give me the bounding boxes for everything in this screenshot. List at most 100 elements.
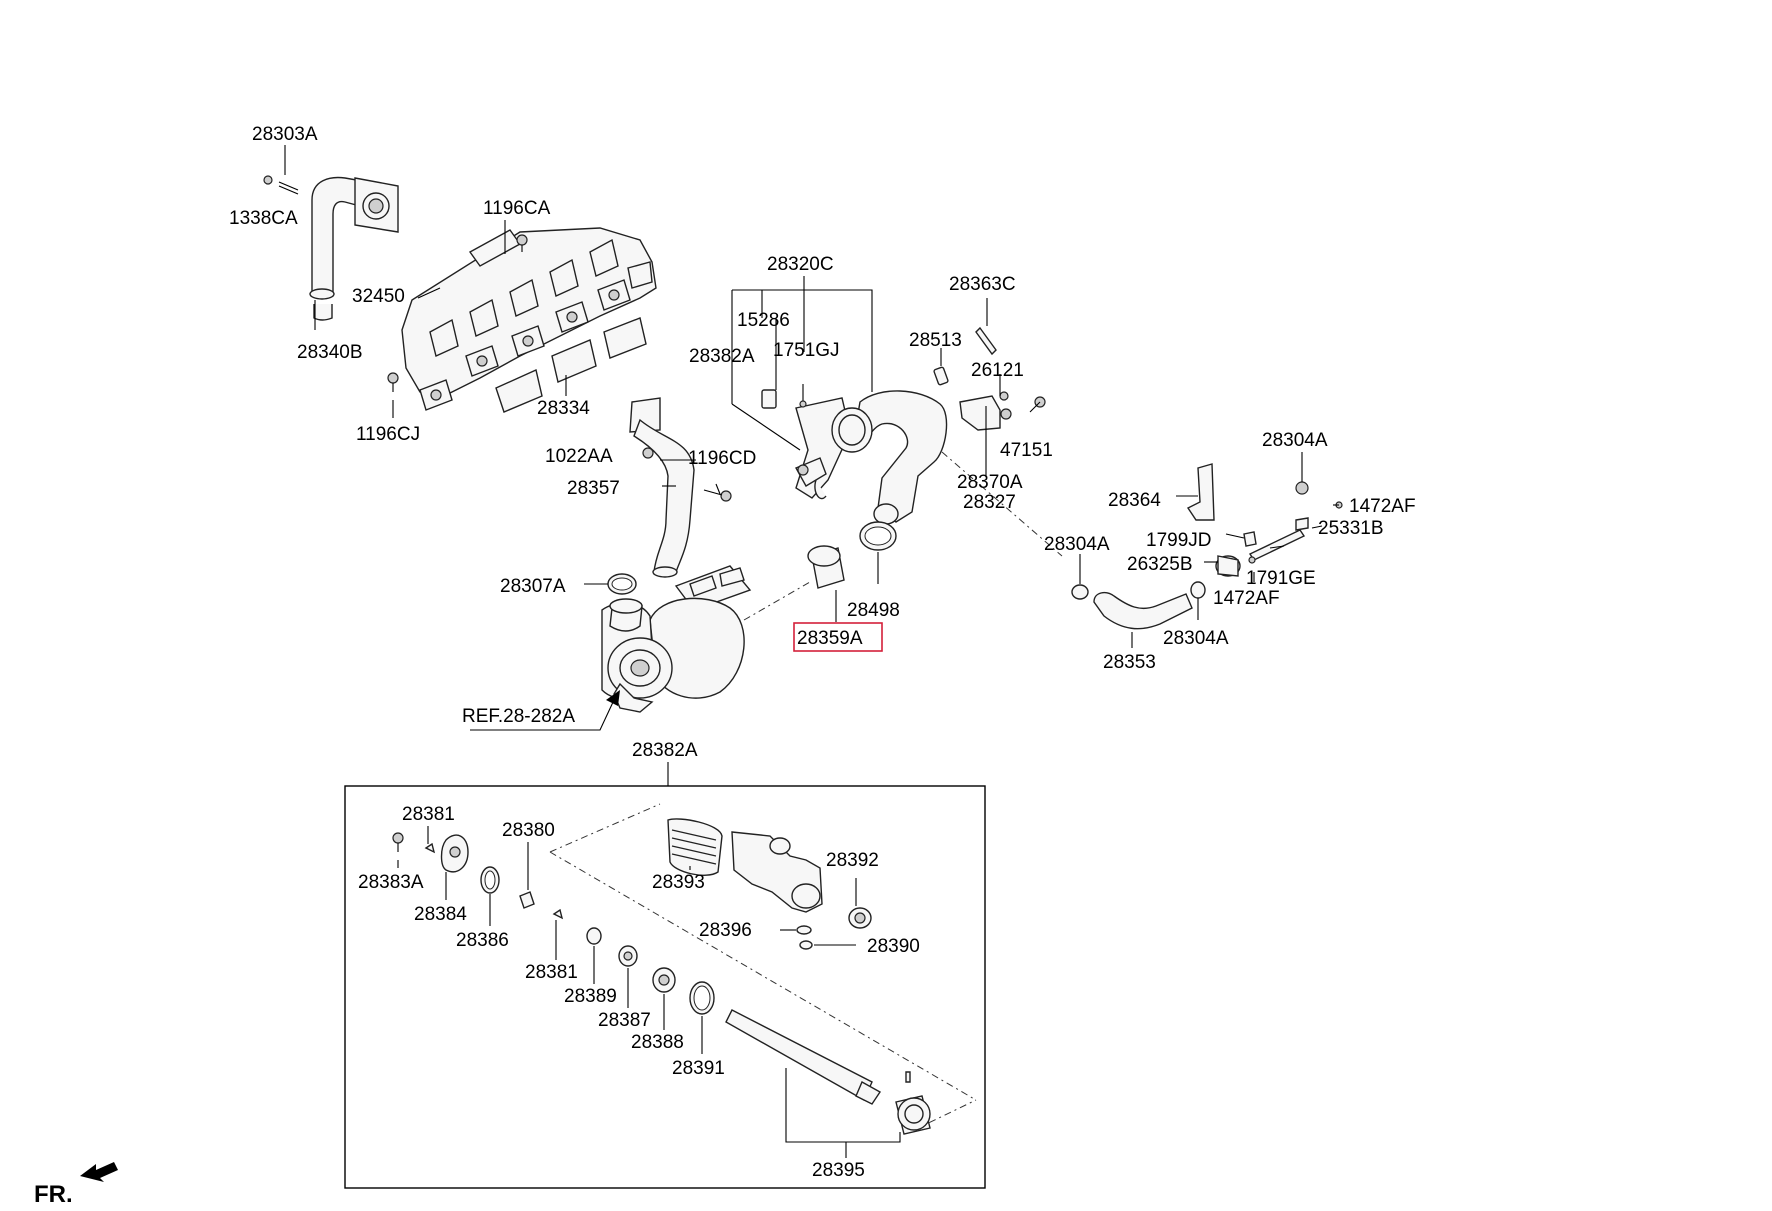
label-28357[interactable]: 28357: [567, 478, 620, 499]
label-25331B[interactable]: 25331B: [1318, 518, 1384, 539]
hose-28353[interactable]: [1093, 591, 1193, 630]
clip-1799JD[interactable]: [1243, 531, 1257, 547]
bolt-26121[interactable]: [999, 391, 1009, 401]
label-1338CA[interactable]: 1338CA: [229, 208, 298, 229]
link-28363C[interactable]: [975, 326, 997, 356]
label-28393[interactable]: 28393: [652, 872, 705, 893]
label-28334[interactable]: 28334: [537, 398, 590, 419]
bolt-47151[interactable]: [1029, 396, 1046, 413]
spring-28393[interactable]: [667, 818, 723, 876]
fitting-25331B[interactable]: [1295, 517, 1309, 531]
label-28304A-top[interactable]: 28304A: [1262, 430, 1328, 451]
label-28303A[interactable]: 28303A: [252, 124, 318, 145]
clamp-28498[interactable]: [859, 521, 897, 551]
label-28498[interactable]: 28498: [847, 600, 900, 621]
label-1791GE[interactable]: 1791GE: [1246, 568, 1316, 589]
shaft-28395[interactable]: [725, 1009, 931, 1135]
label-28388[interactable]: 28388: [631, 1032, 684, 1053]
egr-pipe-28340B[interactable]: [309, 176, 399, 321]
bolt-1196CJ[interactable]: [387, 372, 399, 392]
label-28387[interactable]: 28387: [598, 1010, 651, 1031]
bolt-1022AA[interactable]: [642, 447, 654, 459]
air-pipe-28357[interactable]: [629, 397, 695, 578]
label-28359A[interactable]: 28359A: [797, 628, 863, 649]
label-28384[interactable]: 28384: [414, 904, 467, 925]
washer-28390[interactable]: [799, 940, 813, 950]
nut-28380[interactable]: [519, 891, 535, 909]
label-28392[interactable]: 28392: [826, 850, 879, 871]
flange-28384[interactable]: [440, 834, 469, 873]
label-1196CJ[interactable]: 1196CJ: [356, 424, 420, 445]
label-28370A[interactable]: 28370A: [957, 472, 1023, 493]
label-28364[interactable]: 28364: [1108, 490, 1161, 511]
label-28390[interactable]: 28390: [867, 936, 920, 957]
seal-28391[interactable]: [689, 981, 715, 1015]
label-28383A[interactable]: 28383A: [358, 872, 424, 893]
clamp-28304A-bottom[interactable]: [1190, 581, 1206, 599]
stud-28303A[interactable]: [278, 181, 299, 195]
pipe-1791GE[interactable]: [1248, 529, 1306, 561]
intake-hose-28327[interactable]: [831, 390, 948, 525]
turbocharger-assembly[interactable]: [601, 565, 752, 713]
bushing-28389[interactable]: [586, 927, 602, 945]
label-26121[interactable]: 26121: [971, 360, 1024, 381]
label-fr: FR.: [34, 1181, 73, 1208]
label-28391[interactable]: 28391: [672, 1058, 725, 1079]
label-32450[interactable]: 32450: [352, 286, 405, 307]
label-1751GJ[interactable]: 1751GJ: [773, 340, 840, 361]
label-28395[interactable]: 28395: [812, 1160, 865, 1181]
bolt-28383A[interactable]: [392, 832, 404, 852]
hose-28359A[interactable]: [807, 545, 845, 589]
label-28304A-bottom[interactable]: 28304A: [1163, 628, 1229, 649]
pin-28513[interactable]: [933, 366, 949, 386]
gasket-28334[interactable]: [495, 317, 647, 413]
actuator-15286[interactable]: [761, 389, 777, 409]
clip-28396[interactable]: [796, 925, 812, 935]
label-28320C[interactable]: 28320C: [767, 254, 834, 275]
label-ref-28-282A[interactable]: REF.28-282A: [462, 706, 575, 727]
label-28389[interactable]: 28389: [564, 986, 617, 1007]
pin-28381-a[interactable]: [424, 842, 436, 854]
label-28386[interactable]: 28386: [456, 930, 509, 951]
label-47151[interactable]: 47151: [1000, 440, 1053, 461]
label-28307A[interactable]: 28307A: [500, 576, 566, 597]
bolt-1196CD[interactable]: [703, 489, 732, 502]
label-28382A-top[interactable]: 28382A: [689, 346, 755, 367]
bushing-28387[interactable]: [618, 945, 638, 967]
pin-28381-b[interactable]: [552, 908, 564, 920]
bolt-1196CA[interactable]: [516, 234, 528, 252]
label-28327[interactable]: 28327: [963, 492, 1016, 513]
exhaust-manifold-32450[interactable]: [401, 227, 657, 411]
label-28396[interactable]: 28396: [699, 920, 752, 941]
washer-1472AF-bottom[interactable]: [1248, 556, 1256, 564]
label-28380[interactable]: 28380: [502, 820, 555, 841]
bushing-28390-ring[interactable]: [848, 907, 872, 929]
label-28340B[interactable]: 28340B: [297, 342, 363, 363]
clamp-28304A-mid[interactable]: [1071, 584, 1089, 600]
label-28382A-box[interactable]: 28382A: [632, 740, 698, 761]
label-28363C[interactable]: 28363C: [949, 274, 1016, 295]
label-28513[interactable]: 28513: [909, 330, 962, 351]
bracket-28364[interactable]: [1186, 463, 1215, 521]
label-28304A-mid[interactable]: 28304A: [1044, 534, 1110, 555]
o-ring-28386[interactable]: [480, 866, 500, 894]
label-28381-a[interactable]: 28381: [402, 804, 455, 825]
label-1196CD[interactable]: 1196CD: [688, 448, 756, 469]
label-1472AF-bottom[interactable]: 1472AF: [1213, 588, 1280, 609]
housing-28392[interactable]: [731, 831, 823, 913]
bolt-1338CA[interactable]: [263, 175, 273, 185]
bracket-28370A[interactable]: [959, 395, 1012, 431]
bolt-28304A-top[interactable]: [1295, 470, 1309, 495]
sensor-1751GJ[interactable]: [799, 384, 807, 408]
bushing-28388[interactable]: [652, 967, 676, 993]
label-1472AF-top[interactable]: 1472AF: [1349, 496, 1416, 517]
label-1022AA[interactable]: 1022AA: [545, 446, 613, 467]
label-28353[interactable]: 28353: [1103, 652, 1156, 673]
o-ring-28307A[interactable]: [607, 573, 637, 595]
label-1799JD[interactable]: 1799JD: [1146, 530, 1212, 551]
label-28381-b[interactable]: 28381: [525, 962, 578, 983]
label-26325B[interactable]: 26325B: [1127, 554, 1193, 575]
connector-26325B[interactable]: [1215, 555, 1241, 577]
label-15286[interactable]: 15286: [737, 310, 790, 331]
label-1196CA[interactable]: 1196CA: [483, 198, 551, 219]
